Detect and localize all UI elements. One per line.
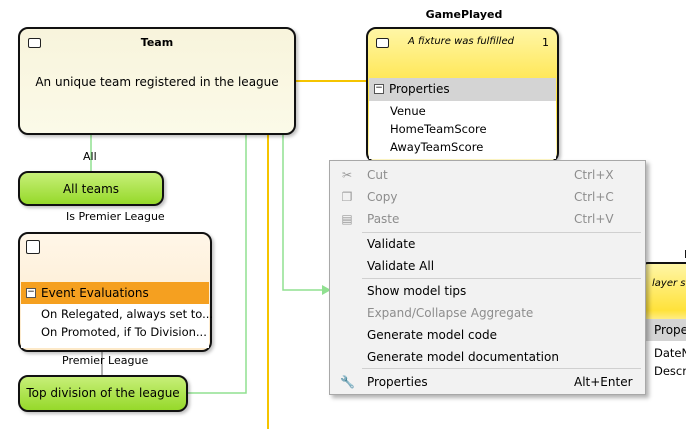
property-item[interactable]: HomeTeamScore: [390, 122, 487, 136]
copy-icon: ❐: [341, 190, 353, 204]
top-division-node[interactable]: Top division of the league: [18, 375, 188, 412]
menu-item-label: Show model tips: [367, 284, 467, 298]
edge-label-premier-league: Premier League: [62, 354, 149, 367]
menu-item-properties[interactable]: 🔧 Properties Alt+Enter: [331, 371, 644, 393]
menu-item-shortcut: Alt+Enter: [574, 375, 633, 389]
paste-icon: ▤: [341, 212, 353, 226]
menu-item-generate-code[interactable]: Generate model code: [331, 324, 644, 346]
evaluation-item[interactable]: On Promoted, if To Division...: [41, 325, 207, 339]
connector-team-topdivision: [188, 135, 247, 394]
menu-separator: [362, 232, 641, 233]
gameplayed-count: 1: [542, 36, 549, 49]
gameplayed-subtitle: A fixture was fulfilled: [408, 36, 514, 47]
menu-item-label: Properties: [367, 375, 428, 389]
all-teams-node[interactable]: All teams: [18, 171, 164, 206]
team-title: Team: [140, 36, 174, 49]
collapse-icon[interactable]: −: [26, 287, 36, 298]
property-item[interactable]: Venue: [390, 104, 426, 118]
partial-property-item[interactable]: DateN: [654, 346, 686, 360]
team-node[interactable]: Team An unique team registered in the le…: [18, 27, 296, 135]
evaluation-item[interactable]: On Relegated, always set to...: [41, 307, 214, 321]
partial-node-subtitle: layer su: [652, 278, 686, 289]
edge-label-all: All: [83, 150, 97, 163]
event-evaluation-node[interactable]: − Event Evaluations On Relegated, always…: [18, 232, 213, 352]
menu-item-label: Expand/Collapse Aggregate: [367, 306, 534, 320]
event-evaluations-list: On Relegated, always set to... On Promot…: [21, 304, 213, 348]
collapse-icon[interactable]: −: [374, 83, 384, 94]
menu-item-show-model-tips[interactable]: Show model tips: [331, 280, 644, 302]
properties-label: Properties: [389, 82, 450, 96]
menu-item-shortcut: Ctrl+C: [574, 190, 614, 204]
arrow-head: [322, 285, 331, 295]
properties-list: Venue HomeTeamScore AwayTeamScore: [369, 101, 556, 159]
menu-item-label: Generate model documentation: [367, 350, 559, 364]
partial-node-marker: I: [684, 248, 686, 261]
menu-separator: [362, 278, 641, 279]
menu-item-label: Paste: [367, 212, 400, 226]
scissors-icon: ✂: [341, 168, 353, 182]
menu-item-copy[interactable]: ❐ Copy Ctrl+C: [331, 186, 644, 208]
menu-separator: [362, 368, 641, 369]
menu-item-shortcut: Ctrl+X: [574, 168, 614, 182]
classifier-icon: [26, 240, 40, 254]
properties-section-header[interactable]: − Properties: [369, 78, 556, 101]
event-evaluations-label: Event Evaluations: [41, 286, 149, 300]
gameplayed-node[interactable]: A fixture was fulfilled 1 − Properties V…: [366, 27, 559, 163]
menu-item-validate-all[interactable]: Validate All: [331, 255, 644, 277]
menu-item-label: Cut: [367, 168, 388, 182]
team-description: An unique team registered in the league: [35, 75, 279, 89]
menu-item-label: Validate All: [367, 259, 435, 273]
menu-item-shortcut: Ctrl+V: [574, 212, 614, 226]
menu-item-label: Copy: [367, 190, 398, 204]
context-menu: ✂ Cut Ctrl+X ❐ Copy Ctrl+C ▤ Paste Ctrl+…: [329, 160, 646, 395]
entity-icon: [28, 38, 41, 48]
partial-properties-header[interactable]: Proper: [642, 319, 686, 341]
top-division-label: Top division of the league: [26, 386, 180, 400]
all-teams-label: All teams: [62, 182, 120, 196]
event-evaluations-header[interactable]: − Event Evaluations: [21, 282, 209, 304]
menu-item-validate[interactable]: Validate: [331, 233, 644, 255]
partial-property-item[interactable]: Descri: [654, 364, 686, 378]
menu-item-label: Validate: [367, 237, 416, 251]
menu-item-expand-collapse[interactable]: Expand/Collapse Aggregate: [331, 302, 644, 324]
menu-item-paste[interactable]: ▤ Paste Ctrl+V: [331, 208, 644, 230]
menu-item-generate-documentation[interactable]: Generate model documentation: [331, 346, 644, 368]
edge-label-is-premier-league: Is Premier League: [66, 210, 165, 223]
menu-item-cut[interactable]: ✂ Cut Ctrl+X: [331, 164, 644, 186]
property-item[interactable]: AwayTeamScore: [390, 140, 484, 154]
partial-properties-label: Proper: [654, 323, 686, 337]
menu-item-label: Generate model code: [367, 328, 497, 342]
partial-event-node[interactable]: I layer su Proper DateN Descri: [640, 248, 686, 380]
gameplayed-title: GamePlayed: [425, 8, 503, 21]
connector-team-arrow: [282, 135, 322, 291]
wrench-icon: 🔧: [340, 375, 355, 389]
event-icon: [376, 38, 389, 48]
